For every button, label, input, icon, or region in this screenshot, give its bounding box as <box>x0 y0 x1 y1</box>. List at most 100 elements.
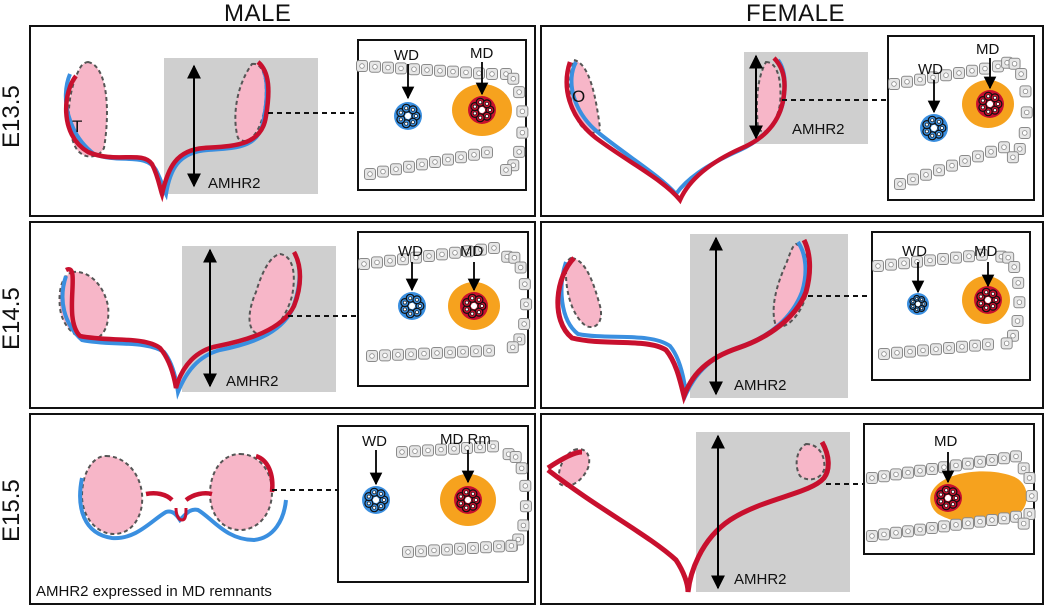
cell-nucleus <box>949 162 955 169</box>
mullerian-duct <box>255 453 275 493</box>
duct-cell-nucleus <box>379 504 383 509</box>
amhr2-region <box>690 234 848 398</box>
duct-cell-nucleus <box>471 504 475 509</box>
duct-cell-nucleus <box>981 98 985 103</box>
cell-nucleus <box>1011 264 1017 270</box>
cell-nucleus <box>933 346 939 352</box>
cell-nucleus <box>962 158 968 164</box>
epithelium-bottom <box>366 344 495 362</box>
cell-nucleus <box>439 251 445 258</box>
duct-cell-nucleus <box>939 492 943 497</box>
duct-cell-nucleus <box>993 108 997 113</box>
duct-cell-nucleus <box>981 105 985 110</box>
epithelium-arc <box>501 250 533 354</box>
duct-cell-nucleus <box>399 117 403 122</box>
gonad <box>67 60 108 158</box>
gonad <box>564 256 602 328</box>
amhr2-label: AMHR2 <box>208 175 261 192</box>
panel-male-e14-5: AMHR2 WD MD <box>29 221 536 409</box>
duct-cell-nucleus <box>996 102 1000 106</box>
cell-nucleus <box>496 543 502 550</box>
duct-cell-nucleus <box>930 118 935 123</box>
cell-nucleus <box>917 468 923 474</box>
duct-cell-nucleus <box>478 100 483 105</box>
epithelium-top <box>396 440 499 458</box>
cell-nucleus <box>382 352 388 359</box>
duct-cell-nucleus <box>411 107 415 112</box>
duct-cell-nucleus <box>415 297 419 302</box>
duct-lumen <box>404 112 412 120</box>
duct-cell-nucleus <box>414 114 418 118</box>
cell-nucleus <box>1024 109 1030 116</box>
epithelium-arc <box>1001 56 1033 164</box>
duct-lumen <box>930 124 938 132</box>
cell-nucleus <box>989 457 995 463</box>
cell-nucleus <box>473 348 479 354</box>
duct-cell-nucleus <box>470 296 475 301</box>
cell-nucleus <box>424 67 430 73</box>
cell-nucleus <box>966 253 972 259</box>
duct-cell-nucleus <box>372 505 377 510</box>
cell-nucleus <box>953 522 959 528</box>
column-title-female: FEMALE <box>746 0 846 27</box>
mullerian-duct <box>64 250 303 389</box>
cell-nucleus <box>520 522 527 529</box>
cell-nucleus <box>953 462 959 469</box>
wolffian-duct-section <box>394 102 422 130</box>
cell-nucleus <box>518 465 525 471</box>
duct-cell-nucleus <box>403 300 407 305</box>
mullerian-duct <box>64 60 271 203</box>
cell-nucleus <box>412 448 418 454</box>
cell-nucleus <box>432 159 438 165</box>
mullerian-duct-section <box>934 484 962 512</box>
duct-cell-nucleus <box>944 503 949 508</box>
gonad-label: T <box>72 117 82 136</box>
cell-nucleus <box>894 350 900 356</box>
cell-nucleus <box>1005 254 1011 261</box>
cell-nucleus <box>1001 455 1007 461</box>
cell-nucleus <box>511 255 518 261</box>
cell-nucleus <box>1010 154 1016 160</box>
cell-nucleus <box>1001 515 1007 522</box>
duct-cell-nucleus <box>984 290 989 295</box>
cell-nucleus <box>936 167 942 173</box>
panel-frame <box>29 221 536 409</box>
cell-nucleus <box>940 256 946 262</box>
cell-nucleus <box>1026 511 1033 517</box>
epithelium-bottom <box>364 146 493 180</box>
cell-nucleus <box>413 254 419 261</box>
cell-nucleus <box>1011 61 1018 67</box>
cell-nucleus <box>395 352 401 358</box>
cell-nucleus <box>927 257 933 264</box>
panel-frame <box>540 25 1044 217</box>
wolffian-duct-section <box>362 486 390 514</box>
duct-cell-nucleus <box>925 129 929 134</box>
cell-nucleus <box>522 281 528 287</box>
cell-nucleus <box>447 349 453 356</box>
cell-nucleus <box>477 444 483 450</box>
duct-cell-nucleus <box>930 133 935 138</box>
epithelium-arc <box>995 250 1026 350</box>
duct-cell-nucleus <box>477 297 481 302</box>
mesenchyme <box>930 471 1027 525</box>
epithelium-arc <box>1017 462 1038 530</box>
cell-nucleus <box>929 466 935 472</box>
panel-female-e13-5: O AMHR2 WD MD <box>540 25 1044 217</box>
duct-cell-nucleus <box>411 120 415 125</box>
duct-cell-nucleus <box>951 502 955 507</box>
cell-nucleus <box>930 74 936 81</box>
duct-cell-nucleus <box>474 498 478 502</box>
duct-cell-nucleus <box>485 114 489 119</box>
cell-nucleus <box>431 547 437 554</box>
cell-nucleus <box>881 531 887 538</box>
wd-label: WD <box>918 61 943 78</box>
mullerian-duct-section <box>468 96 496 124</box>
epithelium-bottom <box>866 510 1022 542</box>
cell-nucleus <box>901 260 907 266</box>
cell-nucleus <box>1018 71 1024 77</box>
cell-nucleus <box>875 263 881 269</box>
duct-cell-nucleus <box>415 310 419 315</box>
cell-nucleus <box>405 549 411 555</box>
duct-cell-nucleus <box>464 490 469 495</box>
